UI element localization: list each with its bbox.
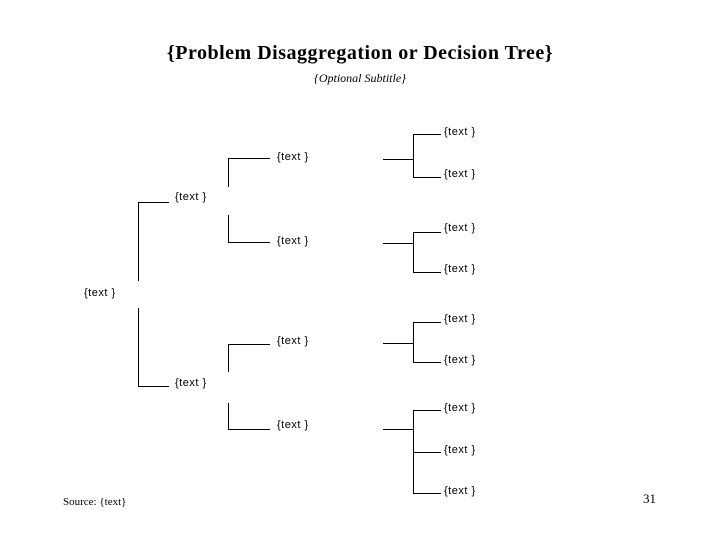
connector-n2-1-child2-arm (413, 362, 441, 363)
connector-n1-1-child2-arm (413, 177, 441, 178)
connector-n2-1-bracket (413, 322, 414, 363)
connector-n2-down-vertical (228, 403, 229, 430)
connector-n1-up-arm (228, 158, 270, 159)
connector-root-up-vertical (138, 202, 139, 281)
slide-subtitle: {Optional Subtitle} (314, 71, 406, 85)
tree-node-n1-1: {text } (277, 151, 309, 163)
tree-node-n2-1: {text } (277, 335, 309, 347)
tree-node-n1-1-1: {text } (444, 126, 476, 138)
tree-node-n2: {text } (175, 377, 207, 389)
tree-node-n2-2-2: {text } (444, 444, 476, 456)
page-number: 31 (643, 491, 656, 506)
slide-title: {Problem Disaggregation or Decision Tree… (166, 42, 554, 64)
connector-n1-down-arm (228, 242, 270, 243)
tree-node-n1-2: {text } (277, 235, 309, 247)
connector-n1-down-vertical (228, 215, 229, 243)
connector-n2-2-child3-arm (413, 493, 441, 494)
connector-root-up-arm (138, 202, 169, 203)
connector-n2-1-child1-arm (413, 322, 441, 323)
connector-n2-2-child2-arm (413, 452, 441, 453)
tree-node-n2-1-2: {text } (444, 354, 476, 366)
tree-node-n1: {text } (175, 191, 207, 203)
connector-root-down-arm (138, 386, 169, 387)
tree-node-n2-2: {text } (277, 419, 309, 431)
tree-node-n1-2-1: {text } (444, 222, 476, 234)
tree-node-n2-2-1: {text } (444, 402, 476, 414)
connector-n2-1-stub (383, 343, 413, 344)
connector-n2-down-arm (228, 429, 270, 430)
connector-n1-2-stub (383, 243, 413, 244)
connector-n1-1-child1-arm (413, 134, 441, 135)
connector-n1-up-vertical (228, 158, 229, 187)
connector-root-down-vertical (138, 308, 139, 387)
tree-node-n2-1-1: {text } (444, 313, 476, 325)
connector-n2-2-stub (383, 429, 413, 430)
connector-n2-up-vertical (228, 344, 229, 372)
connector-n1-1-bracket (413, 134, 414, 178)
tree-node-n1-1-2: {text } (444, 168, 476, 180)
tree-node-n2-2-3: {text } (444, 485, 476, 497)
connector-n1-2-child1-arm (413, 232, 441, 233)
connector-n2-2-child1-arm (413, 410, 441, 411)
connector-n2-up-arm (228, 344, 270, 345)
tree-node-root: {text } (84, 287, 116, 299)
connector-n1-1-stub (383, 159, 413, 160)
tree-node-n1-2-2: {text } (444, 263, 476, 275)
connector-n1-2-bracket (413, 232, 414, 273)
connector-n1-2-child2-arm (413, 272, 441, 273)
source-note: Source: {text} (63, 496, 127, 508)
